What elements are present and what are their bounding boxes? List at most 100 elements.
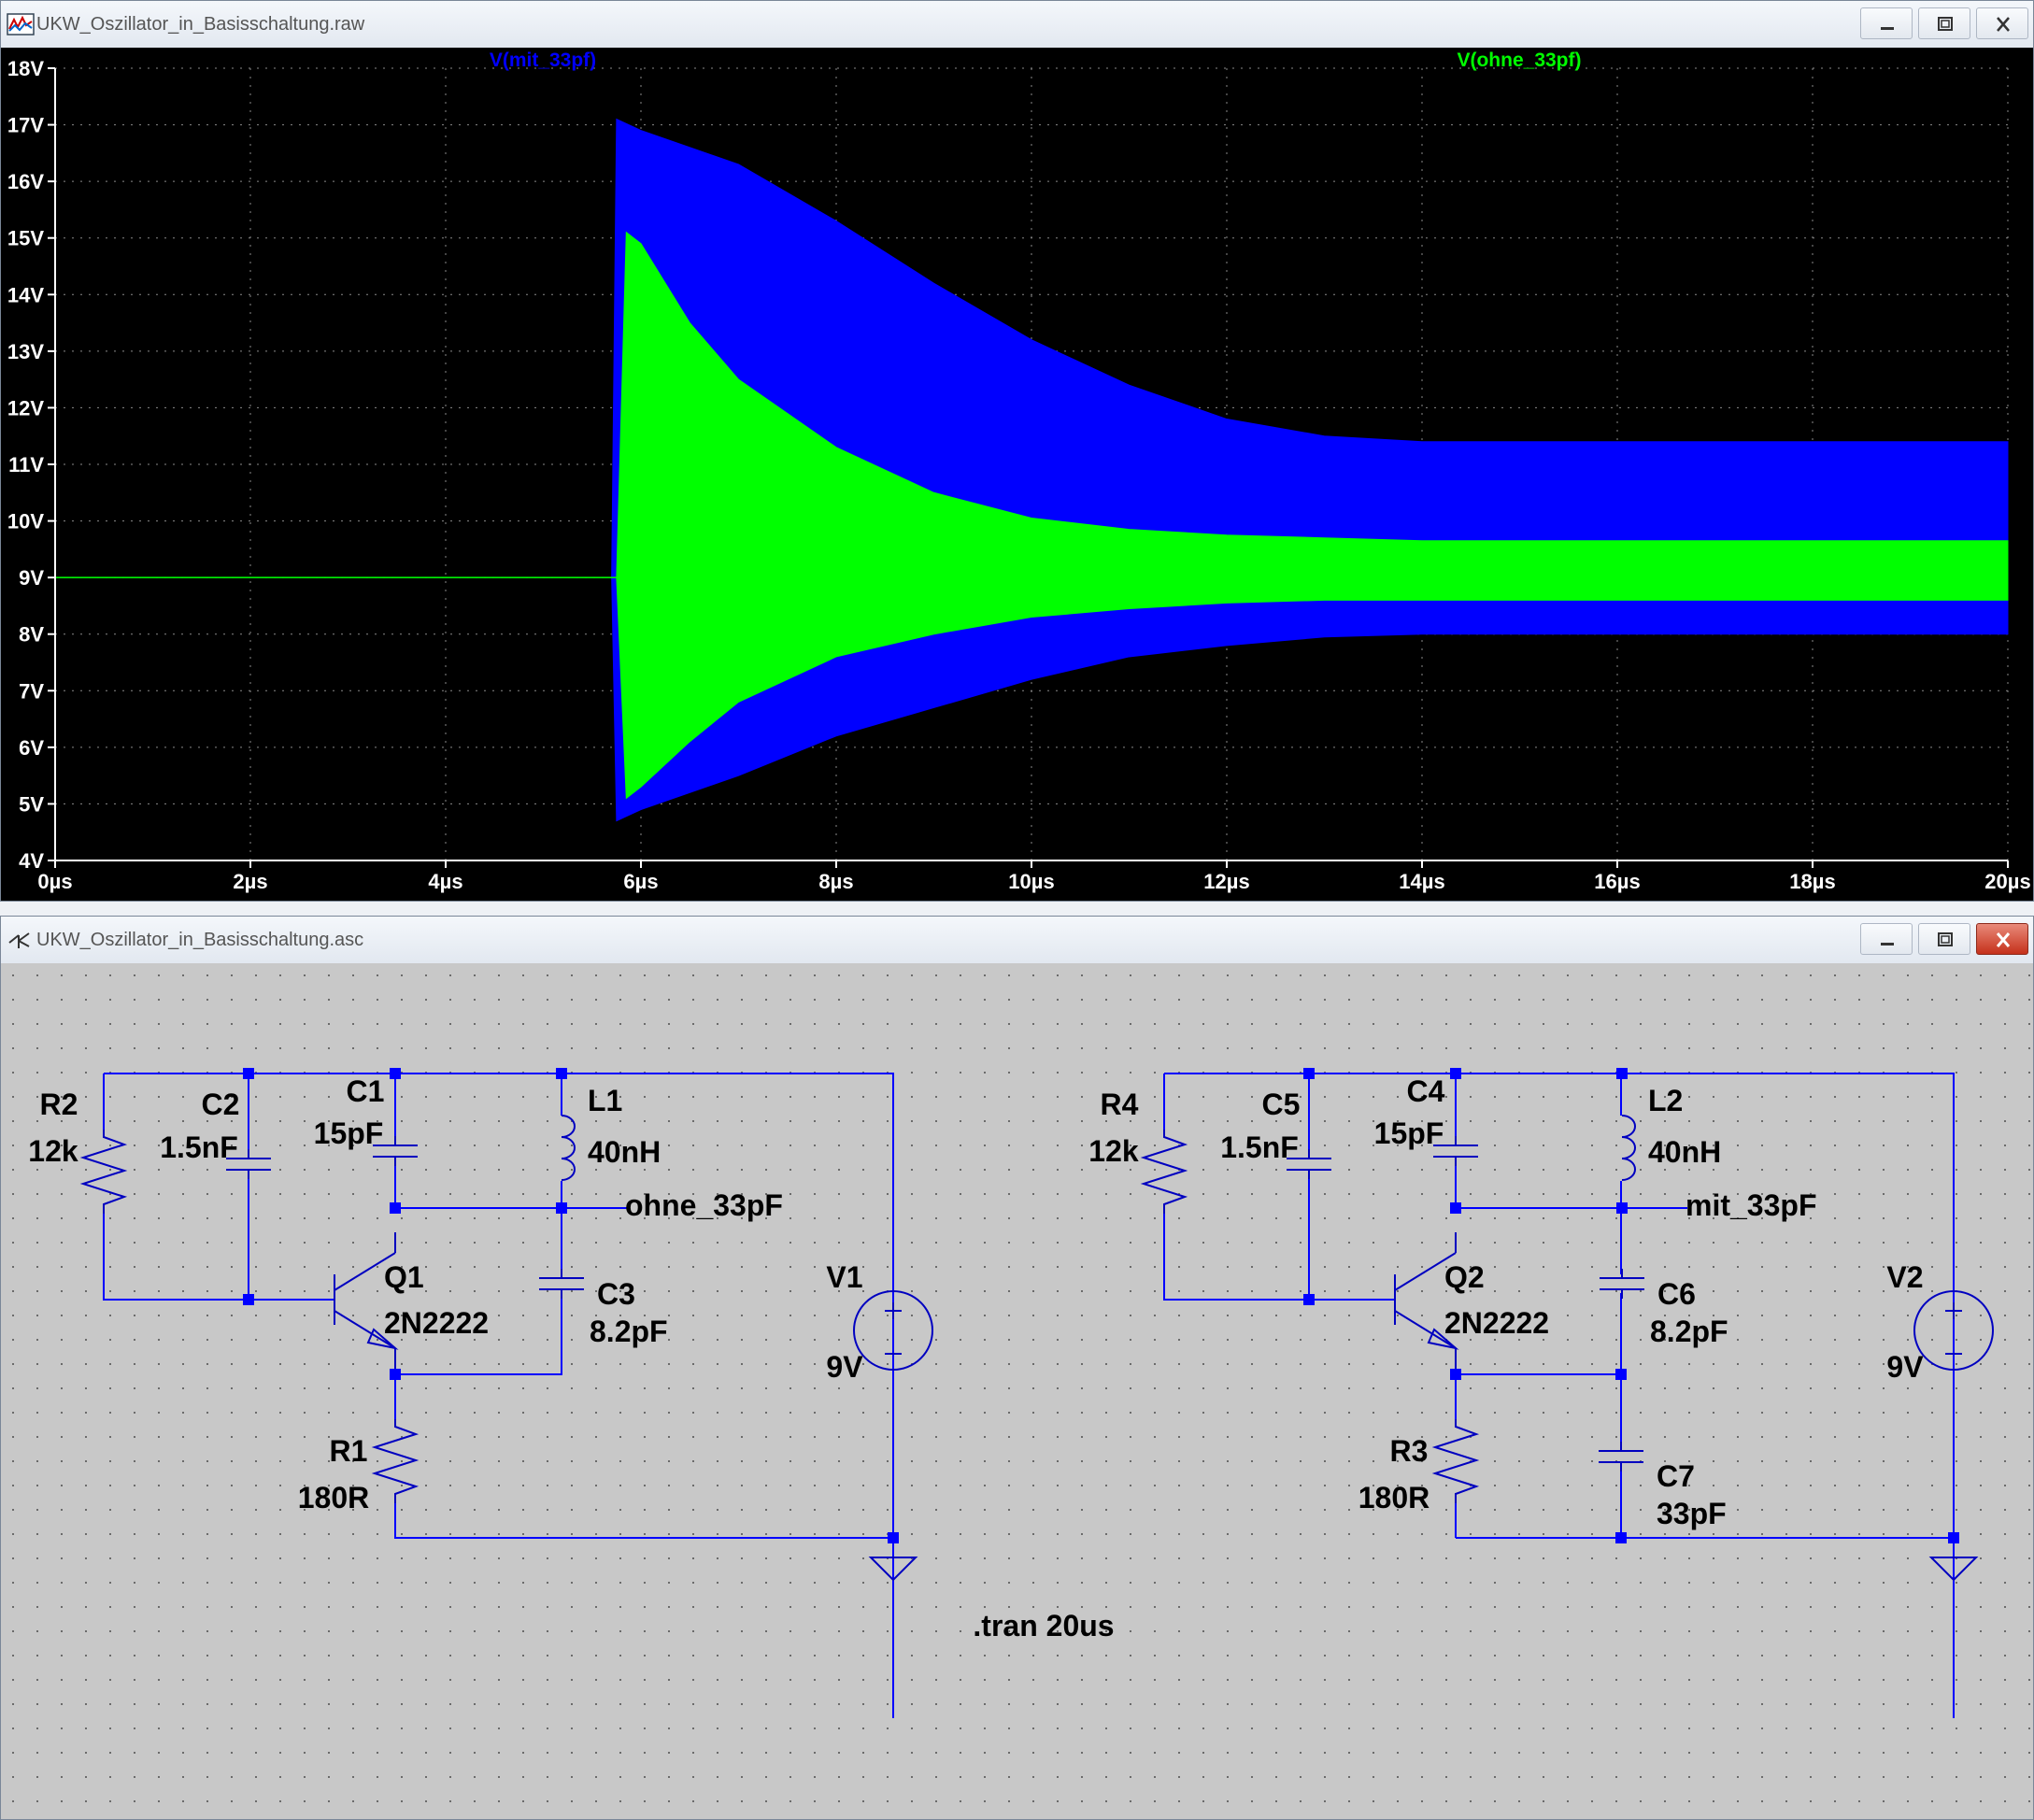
legend-v-ohne-33pf[interactable]: V(ohne_33pf) [1457,50,1581,71]
plot-window-title: UKW_Oszillator_in_Basisschaltung.raw [36,14,365,35]
y-tick-label: 17V [7,114,44,137]
label-l1: L1 [588,1084,622,1117]
y-tick-label: 8V [19,623,44,647]
maximize-button[interactable] [1918,7,1970,39]
plot-window: UKW_Oszillator_in_Basisschaltung.raw 0µs… [0,0,2034,902]
y-tick-label: 9V [19,566,44,590]
x-tick-label: 20µs [1984,870,2030,893]
voltage-source-v2-circle [1913,1290,1994,1371]
voltage-source-v1-circle [853,1290,933,1371]
x-tick-label: 8µs [818,870,853,893]
junction-dot [1616,1068,1628,1079]
maximize-button[interactable] [1918,923,1970,955]
value-l1: 40nH [588,1135,661,1169]
label-r4: R4 [1101,1088,1139,1121]
spice-directive[interactable]: .tran 20us [973,1609,1114,1642]
resistor-r4[interactable] [1140,1130,1188,1214]
junction-dot [1948,1532,1959,1543]
voltage-source-v1[interactable] [853,1290,933,1371]
transistor-q2[interactable] [1394,1232,1459,1374]
capacitor-c6[interactable] [1600,1269,1644,1299]
label-c5: C5 [1262,1088,1301,1121]
value-c7: 33pF [1657,1497,1727,1530]
x-tick-label: 12µs [1203,870,1249,893]
label-v2: V2 [1886,1260,1923,1294]
y-tick-label: 15V [7,227,44,250]
transistor-q1-emitter [334,1310,396,1349]
trace-v-ohne-33pf [55,231,2009,800]
y-tick-label: 4V [19,849,44,873]
inductor-l2[interactable] [1621,1115,1636,1181]
junction-dot [243,1068,254,1079]
transistor-q1[interactable] [334,1232,399,1374]
y-tick-label: 5V [19,792,44,816]
inductor-l1[interactable] [561,1115,576,1181]
plot-titlebar[interactable]: UKW_Oszillator_in_Basisschaltung.raw [1,1,2033,48]
resistor-r3-zigzag [1431,1419,1480,1503]
waveform-app-icon [7,13,35,36]
x-tick-label: 14µs [1399,870,1444,893]
junction-dot [390,1068,401,1079]
minimize-button[interactable] [1860,923,1913,955]
voltage-source-v2[interactable] [1913,1290,1994,1371]
resistor-r3[interactable] [1431,1419,1480,1503]
schematic-window-title: UKW_Oszillator_in_Basisschaltung.asc [36,930,364,950]
x-tick-label: 0µs [37,870,72,893]
close-button[interactable] [1976,7,2028,39]
label-q2: Q2 [1444,1260,1485,1294]
value-q2: 2N2222 [1444,1306,1549,1340]
junction-dot [243,1294,254,1305]
resistor-r1[interactable] [371,1419,420,1503]
legend-v-mit-33pf[interactable]: V(mit_33pf) [490,50,596,71]
x-tick-label: 16µs [1594,870,1640,893]
resistor-r2[interactable] [79,1130,128,1214]
junction-dot [1303,1294,1315,1305]
junction-dot [1450,1202,1461,1214]
transistor-q1-arrow [366,1328,399,1350]
label-c6: C6 [1657,1277,1696,1311]
ground-symbol-1 [868,1557,918,1582]
capacitor-c3[interactable] [539,1269,584,1299]
junction-dot [1450,1369,1461,1380]
junction-dot [1450,1068,1461,1079]
value-l2: 40nH [1648,1135,1721,1169]
capacitor-c2[interactable] [226,1149,271,1179]
minimize-icon [1881,27,1894,30]
y-tick-label: 7V [19,679,44,703]
close-button[interactable] [1976,923,2028,955]
inductor-l1-coil [561,1115,576,1181]
schematic-junctions [243,1068,1959,1543]
y-tick-label: 11V [8,453,44,476]
schematic-labels: R212kC21.5nFC115pFL140nHohne_33pFQ12N222… [28,1074,1924,1530]
capacitor-c5[interactable] [1287,1149,1331,1179]
capacitor-c7[interactable] [1599,1442,1643,1472]
schematic-titlebar[interactable]: UKW_Oszillator_in_Basisschaltung.asc [1,917,2033,963]
label-c2: C2 [202,1088,240,1121]
label-r3: R3 [1390,1434,1429,1468]
transistor-q2-collector [1394,1252,1457,1291]
value-c3: 8.2pF [590,1315,668,1348]
capacitor-c4[interactable] [1433,1136,1478,1166]
label-c1: C1 [347,1074,385,1108]
x-tick-label: 18µs [1789,870,1835,893]
value-c4: 15pF [1374,1116,1444,1150]
label-c4: C4 [1407,1074,1445,1108]
junction-dot [556,1202,567,1214]
ground-symbol-2 [1928,1557,1979,1582]
y-tick-label: 6V [19,736,44,760]
junction-dot [390,1202,401,1214]
capacitor-c1[interactable] [373,1136,418,1166]
schematic-window: UKW_Oszillator_in_Basisschaltung.asc [0,916,2034,1820]
label-q1: Q1 [384,1260,424,1294]
schematic-app-icon [8,932,30,948]
value-v2: 9V [1886,1350,1924,1384]
junction-dot [888,1532,899,1543]
plot-legend: V(mit_33pf) V(ohne_33pf) [490,50,1582,71]
schematic-grid [1,963,2033,1819]
close-icon [1996,932,2011,947]
minimize-icon [1881,943,1894,946]
minimize-button[interactable] [1860,7,1913,39]
schematic-canvas[interactable]: R212kC21.5nFC115pFL140nHohne_33pFQ12N222… [1,963,2033,1819]
